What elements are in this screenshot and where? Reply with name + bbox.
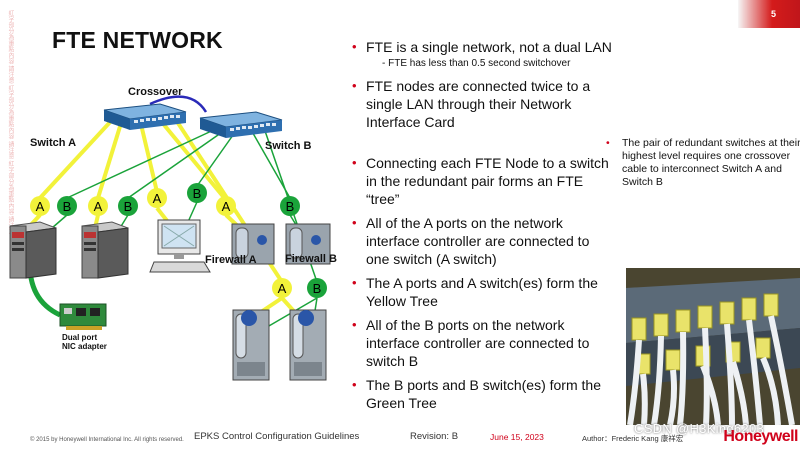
- server-icon: [9, 221, 57, 279]
- bullet-item: •All of the B ports on the network inter…: [352, 317, 590, 369]
- nic-label-line1: Dual port: [62, 333, 97, 342]
- yellow-cable: [96, 119, 124, 199]
- date-text: June 15, 2023: [490, 432, 544, 442]
- port-a-badge: A: [147, 188, 167, 208]
- honeywell-logo: Honeywell: [723, 428, 798, 445]
- crossover-label: Crossover: [128, 86, 183, 98]
- port-a-badge: A: [88, 196, 108, 216]
- page-title: FTE NETWORK: [52, 27, 223, 53]
- bullet-dot-icon: •: [352, 155, 357, 170]
- port-b-badge: B: [57, 196, 77, 216]
- controller-icon: [232, 309, 270, 381]
- bullet-dot-icon: •: [352, 78, 357, 93]
- bullet-list-top-2: •FTE nodes are connected twice to a sing…: [352, 77, 592, 137]
- bullet-dot-icon: •: [606, 137, 610, 149]
- controller-icon: [289, 309, 327, 381]
- bullet-dot-icon: •: [352, 39, 357, 54]
- bullet-dot-icon: •: [352, 377, 357, 392]
- port-b-badge: B: [187, 183, 207, 203]
- svg-text:A: A: [278, 281, 287, 296]
- csdn-watermark: CSDN @H3King6203: [634, 421, 765, 436]
- port-a-badge: A: [272, 278, 292, 298]
- revision-text: Revision: B: [410, 431, 459, 442]
- firewall-b-label: Firewall B: [285, 253, 337, 265]
- yellow-tree-cables: [26, 118, 302, 320]
- green-cable: [66, 127, 219, 199]
- switch-a: [103, 103, 187, 130]
- author-text: Author：Frederic Kang 康祥宏: [582, 434, 684, 443]
- nic-adapter-icon: [59, 303, 107, 330]
- port-a-badge: A: [30, 196, 50, 216]
- copyright-text: © 2015 by Honeywell International Inc. A…: [30, 437, 184, 443]
- workstation-icon: [149, 219, 211, 273]
- switch-b: [199, 111, 283, 138]
- bullet-item: •FTE is a single network, not a dual LAN: [352, 39, 612, 55]
- bullet-item: •The A ports and A switch(es) form the Y…: [352, 275, 598, 309]
- green-cable: [127, 127, 229, 199]
- cable-photo: [626, 268, 800, 425]
- switch-b-label: Switch B: [265, 140, 312, 152]
- yellow-cable: [138, 119, 159, 193]
- svg-text:A: A: [36, 199, 45, 214]
- bullet-list-top: •FTE is a single network, not a dual LAN: [352, 38, 614, 62]
- nic-label-line2: NIC adapter: [62, 342, 107, 351]
- green-cable: [51, 214, 68, 229]
- crossover-note-text: The pair of redundant switches at their …: [622, 137, 800, 188]
- green-cable: [187, 201, 198, 223]
- yellow-cable: [158, 118, 228, 202]
- svg-text:B: B: [193, 186, 202, 201]
- bullet-item: •FTE nodes are connected twice to a sing…: [352, 78, 591, 130]
- page-number: 5: [770, 9, 776, 19]
- port-b-badge: B: [280, 196, 300, 216]
- crossover-note: • The pair of redundant switches at thei…: [606, 137, 800, 189]
- side-strip-text: 紅字部分為重點內容 請注意 紅字部分為重點內容 請注意 紅字部分為重點內容 請注…: [7, 10, 13, 235]
- svg-text:B: B: [124, 199, 133, 214]
- firewall-a-icon: [231, 223, 275, 265]
- yellow-cable: [38, 118, 114, 200]
- bullet-dot-icon: •: [352, 215, 357, 230]
- svg-text:B: B: [313, 281, 322, 296]
- bullet-item: •Connecting each FTE Node to a switch in…: [352, 155, 609, 207]
- port-b-badge: B: [307, 278, 327, 298]
- bullet-item: •All of the A ports on the network inter…: [352, 215, 590, 267]
- bullet-dot-icon: •: [352, 275, 357, 290]
- svg-text:A: A: [222, 199, 231, 214]
- firewall-a-label: Firewall A: [205, 254, 257, 266]
- port-a-badge: A: [216, 196, 236, 216]
- bullet-dot-icon: •: [352, 317, 357, 332]
- firewall-b-icon: [285, 223, 331, 265]
- svg-text:B: B: [63, 199, 72, 214]
- bullet-item: •The B ports and B switch(es) form the G…: [352, 377, 601, 411]
- bullet-list-bottom: •Connecting each FTE Node to a switch in…: [352, 154, 614, 418]
- switch-a-label: Switch A: [30, 137, 76, 149]
- svg-text:B: B: [286, 199, 295, 214]
- port-b-badge: B: [118, 196, 138, 216]
- svg-text:A: A: [94, 199, 103, 214]
- corner-tab: [738, 0, 800, 28]
- svg-text:A: A: [153, 191, 162, 206]
- crossover-cable: [149, 95, 208, 113]
- doc-title: EPKS Control Configuration Guidelines: [194, 431, 360, 442]
- green-cable: [196, 127, 239, 187]
- sub-bullet: - FTE has less than 0.5 second switchove…: [382, 58, 571, 69]
- server-icon: [81, 221, 129, 279]
